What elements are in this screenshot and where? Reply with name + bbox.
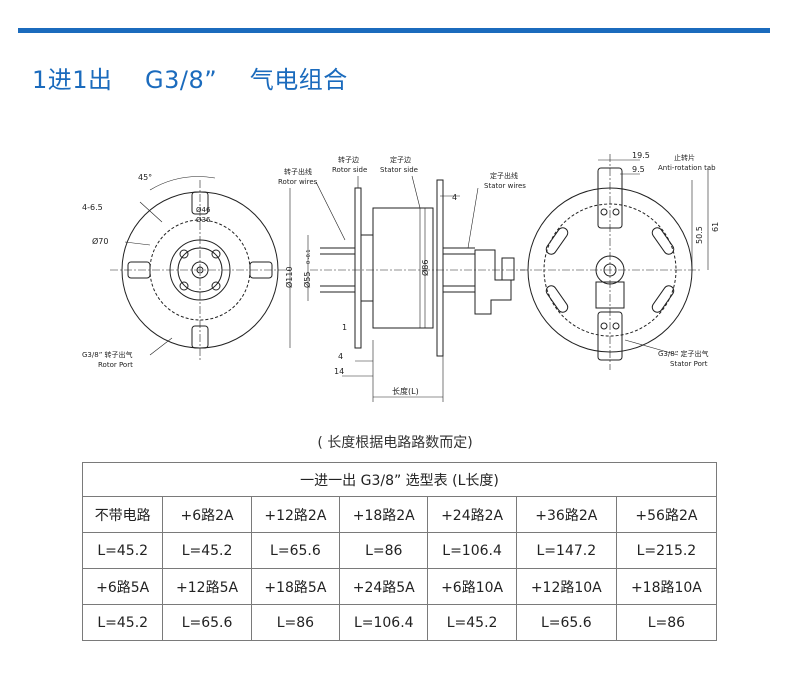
length-caption: ( 长度根据电路路数而定) [317,435,473,451]
dim-50-5: 50.5 [695,226,704,244]
dim-d55: Ø55 [302,272,312,288]
table-cell: +6路2A [162,496,252,533]
table-cell: +24路2A [427,496,517,533]
header-rule [18,28,770,33]
table-cell: L=86 [250,604,341,641]
table-cell: +12路10A [515,568,617,605]
dim-14: 14 [334,367,344,376]
table-cell: L=147.2 [515,532,617,569]
rotor-wires-en: Rotor wires [278,178,318,186]
stator-side-en: Stator side [380,166,418,174]
dim-d70: Ø70 [92,236,108,246]
table-cell: +18路5A [250,568,341,605]
anti-rot-en: Anti-rotation tab [658,164,716,172]
rotor-port-en: Rotor Port [98,361,133,369]
table-cell: L=45.2 [427,604,517,641]
dim-d110: Ø110 [284,266,294,288]
table-header: 一进一出 G3/8” 选型表 (L长度) [82,462,717,497]
table-cell: L=106.4 [427,532,517,569]
table-cell: L=86 [339,532,429,569]
table-cell: L=86 [615,604,718,641]
stator-port-cn: G3/8” 定子出气 [658,349,709,358]
stator-rear-view [520,154,709,370]
table-cell: L=65.6 [515,604,617,641]
table-cell: L=215.2 [615,532,718,569]
rotor-front-view [110,176,290,360]
table-cell: L=45.2 [162,532,252,569]
dim-61: 61 [711,222,720,232]
table-header-row: 一进一出 G3/8” 选型表 (L长度) [82,462,717,497]
stator-wires-cn: 定子出线 [490,171,518,180]
dim-1: 1 [342,323,347,332]
table-cell: L=106.4 [339,604,429,641]
dim-d46: Ø46 [196,206,211,214]
drawing-svg: 45° 4-6.5 Ø46 Ø36 Ø70 G3/8” 转子出气 Rotor P… [82,151,720,402]
dim-45deg: 45° [138,173,152,182]
table-cell: +56路2A [615,496,718,533]
dim-4-65: 4-6.5 [82,203,103,212]
table-cell: L=65.6 [162,604,252,641]
table-cell: L=45.2 [81,532,164,569]
rotor-side-en: Rotor side [332,166,367,174]
table-cell: +18路10A [615,568,718,605]
stator-port-en: Stator Port [670,360,708,368]
dim-4-bottom: 4 [338,352,343,361]
table-cell: +36路2A [515,496,617,533]
table-cell: 不带电路 [81,496,164,533]
table-row: +6路5A +12路5A +18路5A +24路5A +6路10A +12路10… [81,568,718,605]
side-view [289,175,525,402]
table-cell: L=65.6 [250,532,341,569]
table-cell: +18路2A [339,496,429,533]
dim-d36: Ø36 [196,216,211,224]
table-cell: +6路10A [427,568,517,605]
anti-rot-cn: 止转片 [674,153,695,162]
length-label: 长度(L) [392,386,419,396]
stator-wires-en: Stator wires [484,182,526,190]
dim-4-top: 4 [452,193,457,202]
page-title: 1进1出 G3/8” 气电组合 [32,66,348,94]
rotor-side-cn: 转子边 [338,155,359,164]
selection-table: 一进一出 G3/8” 选型表 (L长度) 不带电路 +6路2A +12路2A +… [81,462,718,641]
stator-side-cn: 定子边 [390,155,411,164]
table-row: 不带电路 +6路2A +12路2A +18路2A +24路2A +36路2A +… [81,496,718,533]
rotor-wires-cn: 转子出线 [284,167,312,176]
table-cell: +24路5A [339,568,429,605]
dim-9-5: 9.5 [632,165,645,174]
table-cell: +12路5A [162,568,252,605]
table-row: L=45.2 L=65.6 L=86 L=106.4 L=45.2 L=65.6… [81,604,718,641]
technical-drawing: 45° 4-6.5 Ø46 Ø36 Ø70 G3/8” 转子出气 Rotor P… [80,140,730,410]
table-cell: +6路5A [81,568,164,605]
rotor-port-cn: G3/8” 转子出气 [82,350,133,359]
dim-19-5: 19.5 [632,151,650,160]
dim-d86: Ø86 [420,260,430,276]
dim-d55-tol: 0 -0.1 [306,249,312,264]
table-cell: +12路2A [250,496,341,533]
table-cell: L=45.2 [81,604,164,641]
table-row: L=45.2 L=45.2 L=65.6 L=86 L=106.4 L=147.… [81,532,718,569]
